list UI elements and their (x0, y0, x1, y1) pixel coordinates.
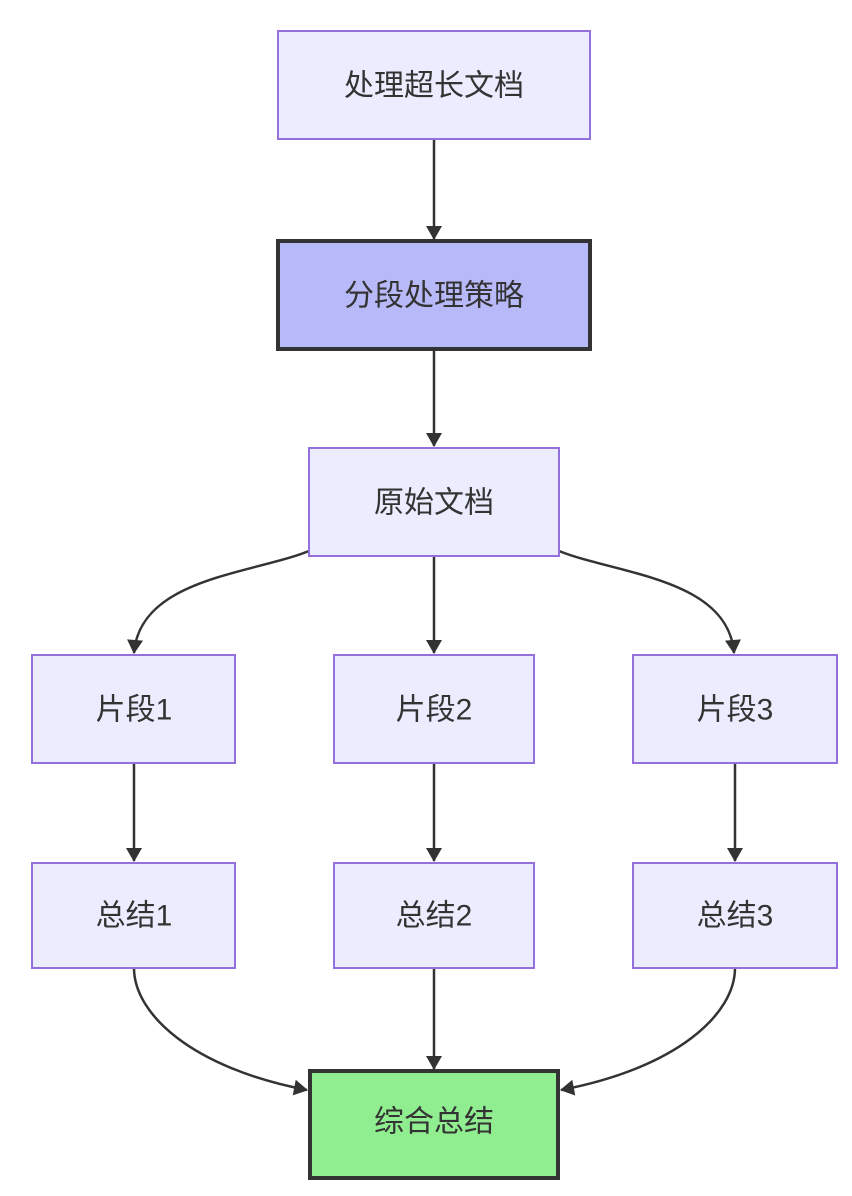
node-summary-1-box (31, 862, 236, 969)
node-summary-2-box (333, 862, 535, 969)
edge-S3-D (560, 967, 737, 1096)
edge-S1-D (132, 967, 308, 1096)
edge-layer (126, 139, 743, 1096)
node-final-summary-box (308, 1069, 560, 1180)
node-summary-3-label: 总结3 (697, 900, 774, 933)
node-summary-2-label: 总结2 (396, 900, 473, 933)
node-original-doc-label: 原始文档 (374, 487, 494, 520)
node-process-long-doc-label: 处理超长文档 (344, 70, 524, 103)
edge-C-F3 (558, 549, 741, 654)
node-fragment-2: 片段2 (333, 654, 535, 764)
node-segment-strategy-box (276, 239, 592, 351)
node-fragment-2-label: 片段2 (396, 694, 473, 727)
node-process-long-doc-box (277, 30, 591, 140)
node-process-long-doc: 处理超长文档 (277, 30, 591, 140)
node-fragment-1-label: 片段1 (96, 694, 173, 727)
node-final-summary-label: 综合总结 (374, 1106, 494, 1139)
edge-C-F1 (127, 549, 310, 654)
node-fragment-2-box (333, 654, 535, 764)
node-segment-strategy: 分段处理策略 (276, 239, 592, 351)
node-summary-3: 总结3 (632, 862, 838, 969)
node-original-doc-box (308, 447, 560, 557)
node-summary-3-box (632, 862, 838, 969)
node-summary-1: 总结1 (31, 862, 236, 969)
node-original-doc: 原始文档 (308, 447, 560, 557)
node-segment-strategy-label: 分段处理策略 (344, 280, 524, 313)
node-fragment-1: 片段1 (31, 654, 236, 764)
node-final-summary: 综合总结 (308, 1069, 560, 1180)
node-fragment-1-box (31, 654, 236, 764)
node-summary-2: 总结2 (333, 862, 535, 969)
node-fragment-3: 片段3 (632, 654, 838, 764)
node-fragment-3-label: 片段3 (697, 694, 774, 727)
node-summary-1-label: 总结1 (96, 900, 173, 933)
node-fragment-3-box (632, 654, 838, 764)
